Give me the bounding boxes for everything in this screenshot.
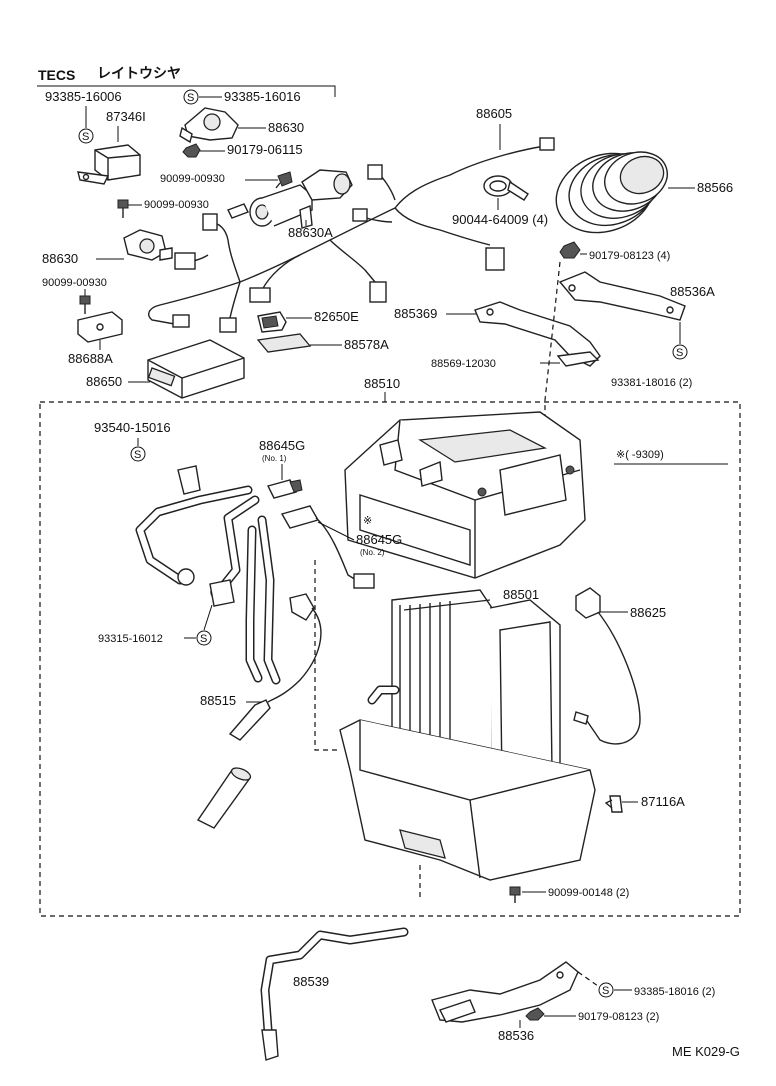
ecu-88650 [147,339,245,399]
tecs-bracket [37,85,336,97]
label-93385-16006: 93385-16006 [45,89,122,104]
suction-pipes [135,485,281,685]
sensor-88625 [573,587,641,745]
label-90179-08123-2: 90179-08123 (2) [578,1011,659,1023]
clip-93315 [209,579,235,607]
label-885369: 885369 [394,306,437,321]
label-88688A: 88688A [68,351,113,366]
label-90044-64009: 90044-64009 (4) [452,212,548,227]
label-88578A: 88578A [344,337,389,352]
svg-text:S: S [134,449,141,461]
label-87116A: 87116A [641,794,685,809]
date-note: ※( -9309) [616,449,664,461]
label-88650: 88650 [86,374,122,389]
screw-90099-00930-a [275,171,293,189]
label-no1: (No. 1) [262,454,287,463]
dash-leader-93385 [577,971,599,987]
leader-88645G-no2 [317,521,355,541]
label-90099-00930-c: 90099-00930 [42,277,107,289]
nut-90179-08123-4 [559,241,581,259]
svg-text:S: S [187,92,194,104]
label-88569-12030: 88569-12030 [431,358,496,370]
screw-90099-00930-c [79,295,91,314]
label-88645G-no1: 88645G [259,438,305,453]
label-88510: 88510 [364,376,400,391]
label-88501: 88501 [503,587,539,602]
label-93540-15016: 93540-15016 [94,420,171,435]
thermistor-88515 [228,593,322,741]
label-88605: 88605 [476,106,512,121]
svg-text:S: S [676,347,683,359]
drain-hose-88539 [260,927,409,1061]
label-88566: 88566 [697,180,733,195]
screw-90099-00930-b [117,199,129,218]
lower-case [339,719,596,881]
duct-88566 [555,151,668,234]
label-93315-16012: 93315-16012 [98,633,163,645]
pad-88578A [256,333,312,353]
svg-text:S: S [82,131,89,143]
label-88539: 88539 [293,974,329,989]
label-88536: 88536 [498,1028,534,1043]
svg-text:S: S [200,633,207,645]
relay-87346I [77,144,141,185]
insulation-tube [196,767,252,829]
svg-text:S: S [602,985,609,997]
tecs-label: TECS [38,67,75,83]
sensor-88630-left [123,229,173,261]
pressure-switch-88645G-no1 [266,479,303,499]
leader-93315-up [203,604,213,631]
label-90179-06115: 90179-06115 [227,142,303,157]
connector-82650E [257,311,287,333]
label-93385-18016: 93385-18016 (2) [634,986,715,998]
label-90099-00930-b: 90099-00930 [144,199,209,211]
upper-case-88510 [344,411,586,579]
label-no2: (No. 2) [360,548,385,557]
label-88630A: 88630A [288,225,333,240]
nut-90179-06115 [182,143,201,158]
label-93385-16016-top: 93385-16016 [224,89,301,104]
label-90099-00148: 90099-00148 (2) [548,887,629,899]
screw-symbol-3: S [672,344,688,360]
screw-symbol-2: S [183,89,199,105]
label-88630-left: 88630 [42,251,78,266]
label-88515: 88515 [200,693,236,708]
page-code: ME K029-G [672,1044,740,1059]
subtitle-label: レイトウシヤ [97,65,181,81]
label-88536A: 88536A [670,284,715,299]
dash-leader-bracket [544,261,561,440]
label-87346I: 87346I [106,109,146,124]
bracket-88536A [558,271,686,321]
label-88625: 88625 [630,605,666,620]
screw-90099-00148 [509,886,521,903]
label-93381-18016: 93381-18016 (2) [611,377,692,389]
bracket-88688A [77,311,123,343]
screw-symbol-5: S [196,630,212,646]
wire-harness-88605 [148,137,555,333]
clamp-90044-64009 [483,175,529,201]
note-mark-no2: ※ [363,515,372,527]
label-90099-00930-a: 90099-00930 [160,173,225,185]
label-82650E: 82650E [314,309,359,324]
label-90179-08123-4: 90179-08123 (4) [589,250,670,262]
clip-88569-12030 [556,351,600,367]
screw-symbol-6: S [598,982,614,998]
label-88630-top: 88630 [268,120,304,135]
clip-87116A [604,795,623,813]
sensor-88630-top [179,107,239,144]
dash-leader-evap [314,560,340,751]
assembly-88510-box [39,401,741,917]
screw-symbol-4: S [130,446,146,462]
label-88645G-no2: 88645G [356,532,402,547]
clip-93540 [177,465,201,495]
bracket-88536 [431,961,579,1023]
actuator-88630A [227,169,353,229]
pressure-switch-88645G-no2 [280,505,375,589]
screw-symbol-1: S [78,128,94,144]
